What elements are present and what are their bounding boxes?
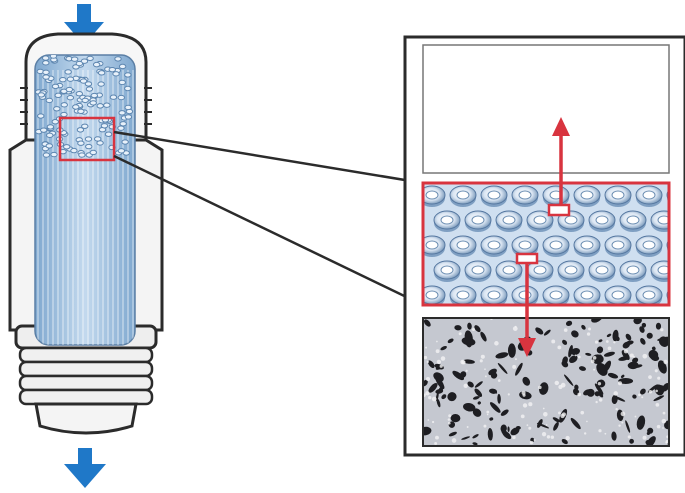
bottom-threads <box>20 348 152 404</box>
fiber-bundle <box>35 54 135 345</box>
panel-membrane-micrograph <box>419 312 675 450</box>
panel-fiber-cross-section <box>419 183 685 307</box>
panel-filtered-side <box>423 45 669 173</box>
outlet-arrow-icon <box>64 448 106 488</box>
